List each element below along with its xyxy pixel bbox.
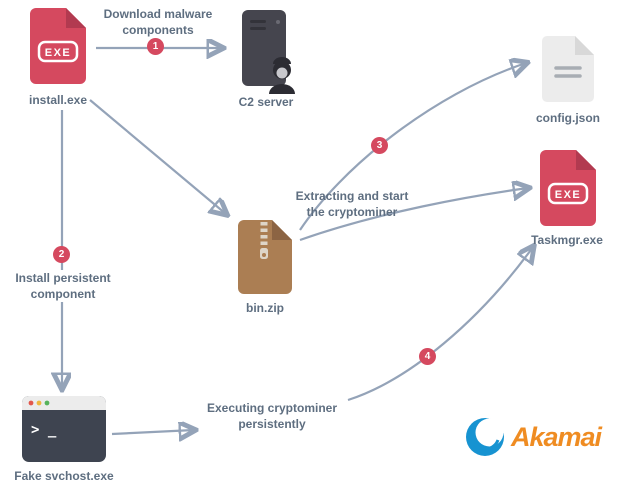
document-icon — [542, 36, 594, 102]
arrow-binzip-to-config — [299, 63, 526, 231]
akamai-logo: Akamai — [464, 416, 602, 458]
akamai-wordmark: Akamai — [511, 421, 602, 452]
step3-text-line1: Extracting and start — [295, 189, 409, 203]
node-bin-zip — [238, 220, 292, 299]
terminal-prompt: > _ — [31, 422, 57, 438]
node-config-json — [542, 36, 594, 107]
terminal-window-icon: > _ — [22, 396, 106, 462]
step2-text: Install persistent component — [3, 270, 123, 302]
step4-badge: 4 — [419, 348, 436, 365]
arrow-executing-to-taskmgr — [347, 247, 533, 402]
step4-text-line2: persistently — [238, 417, 306, 431]
exe-file-icon: EXE — [30, 8, 86, 84]
step1-text-line1: Download malware — [103, 7, 213, 21]
node-install-exe: EXE — [30, 8, 86, 89]
step3-text: Extracting and start the cryptominer — [272, 188, 432, 220]
c2-server-label: C2 server — [238, 95, 294, 109]
exe-file-icon: EXE — [540, 150, 596, 226]
step1-badge: 1 — [147, 38, 164, 55]
step3-badge: 3 — [371, 137, 388, 154]
config-json-label: config.json — [536, 111, 600, 125]
akamai-swirl-icon — [466, 418, 504, 456]
server-hacker-icon — [242, 10, 295, 94]
step3-text-line2: the cryptominer — [306, 205, 398, 219]
install-exe-label: install.exe — [28, 93, 88, 107]
step2-text-line2: component — [3, 286, 123, 302]
taskmgr-exe-label: Taskmgr.exe — [531, 233, 603, 247]
arrow-install-to-binzip — [89, 99, 226, 214]
zip-file-icon — [238, 220, 292, 294]
node-fake-svchost: > _ — [22, 396, 106, 467]
step4-text-line1: Executing cryptominer — [206, 401, 338, 415]
arrow-binzip-to-taskmgr — [299, 188, 528, 242]
exe-badge: EXE — [555, 189, 582, 201]
fake-svchost-label: Fake svchost.exe — [14, 469, 114, 483]
step2-badge: 2 — [53, 246, 70, 263]
step2-text-line1: Install persistent — [3, 270, 123, 286]
arrow-svchost-to-text — [111, 430, 194, 434]
step1-text-line2: components — [122, 23, 194, 37]
node-taskmgr-exe: EXE — [540, 150, 596, 231]
step4-text: Executing cryptominer persistently — [192, 400, 352, 432]
bin-zip-label: bin.zip — [246, 301, 284, 315]
node-c2-server — [236, 10, 296, 99]
exe-badge: EXE — [45, 47, 72, 59]
step1-text: Download malware components — [98, 6, 218, 38]
